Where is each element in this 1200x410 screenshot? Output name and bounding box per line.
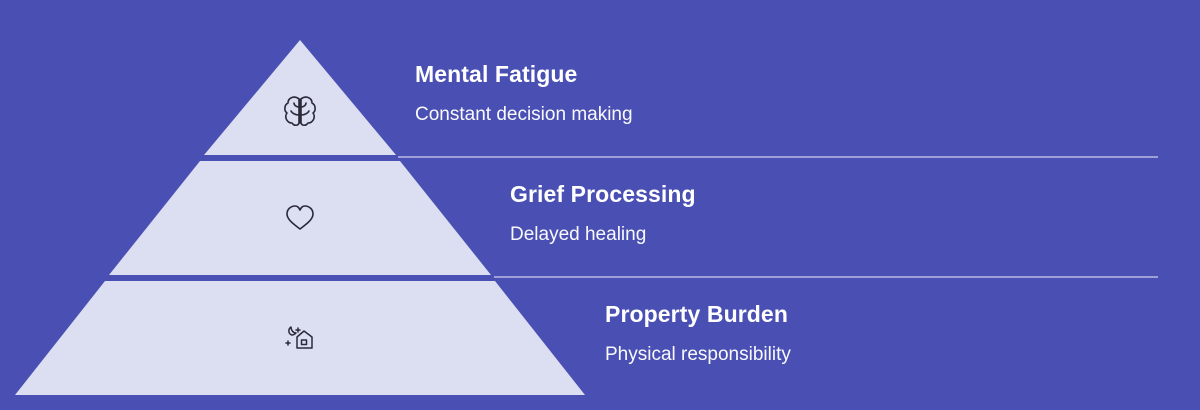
level-title-property-burden: Property Burden: [605, 301, 788, 327]
pyramid-tier-grief-processing: [109, 161, 491, 275]
level-title-grief-processing: Grief Processing: [510, 181, 696, 207]
level-description-grief-processing: Delayed healing: [510, 224, 647, 245]
brain-icon: [284, 96, 316, 127]
level-description-property-burden: Physical responsibility: [605, 344, 791, 365]
level-title-mental-fatigue: Mental Fatigue: [415, 61, 578, 87]
pyramid-tier-property-burden: [15, 281, 585, 395]
level-description-mental-fatigue: Constant decision making: [415, 104, 633, 125]
house-moon-stars-icon: [285, 326, 313, 349]
pyramid-tier-mental-fatigue: [204, 40, 396, 155]
heart-icon: [286, 205, 314, 230]
